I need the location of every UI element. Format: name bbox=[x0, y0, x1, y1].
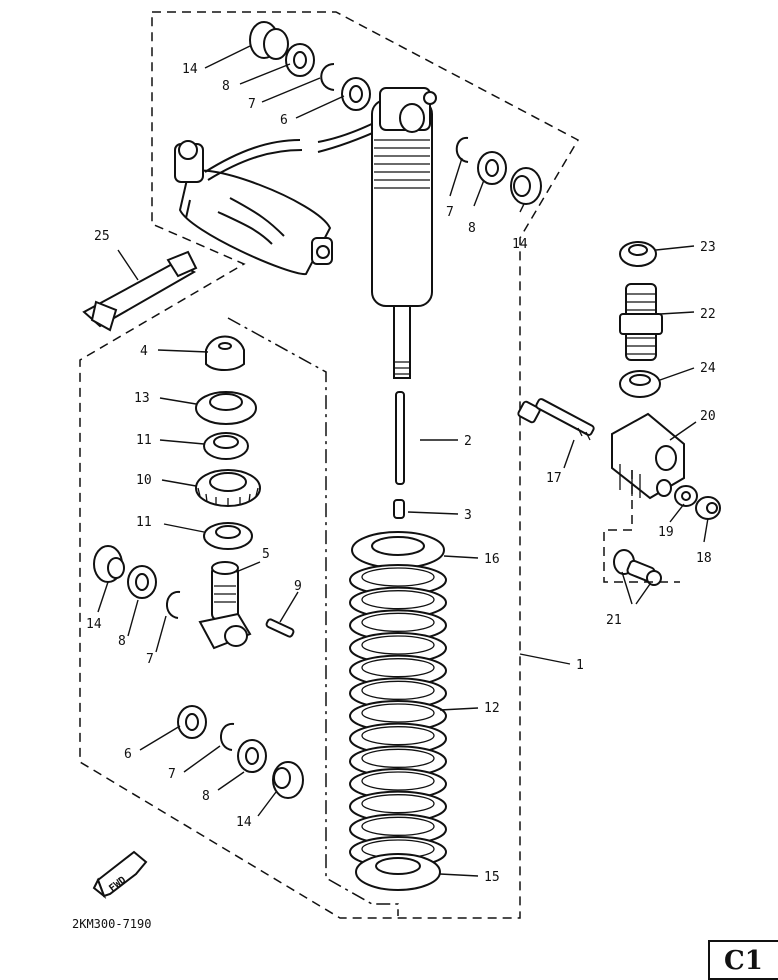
callout-9: 9 bbox=[294, 579, 302, 594]
bearing-part bbox=[127, 565, 157, 599]
callout-8: 8 bbox=[468, 221, 476, 236]
adjuster-part bbox=[195, 469, 261, 507]
sheet-tag: C1 bbox=[708, 940, 778, 980]
callout-23: 23 bbox=[700, 240, 716, 255]
callout-20: 20 bbox=[700, 409, 716, 424]
spring-coil-inner bbox=[361, 726, 435, 746]
callout-17: 17 bbox=[546, 471, 562, 486]
callout-2: 2 bbox=[464, 434, 472, 449]
circlip-part bbox=[166, 590, 181, 619]
spring-coil-inner bbox=[361, 794, 435, 814]
callout-labels: 14 8 7 6 7 8 14 25 4 13 11 10 11 5 9 14 … bbox=[86, 62, 716, 885]
callout-11: 11 bbox=[136, 515, 152, 530]
hose-part bbox=[204, 119, 385, 181]
callout-10: 10 bbox=[136, 473, 152, 488]
spring-coil-inner bbox=[361, 771, 435, 791]
spring-coil-inner bbox=[361, 816, 435, 836]
nut-part bbox=[619, 370, 661, 398]
coil-spring-part bbox=[349, 564, 447, 868]
callout-14: 14 bbox=[182, 62, 198, 77]
spring-seat-part bbox=[351, 531, 445, 569]
spring-coil-inner bbox=[361, 567, 435, 587]
upper-bracket-part bbox=[611, 412, 685, 500]
callout-7: 7 bbox=[446, 205, 454, 220]
callout-8: 8 bbox=[118, 634, 126, 649]
spring-coil-inner bbox=[361, 590, 435, 610]
spring-guide-part bbox=[195, 391, 257, 425]
callout-21: 21 bbox=[606, 613, 622, 628]
callout-14: 14 bbox=[236, 815, 252, 830]
callout-16: 16 bbox=[484, 552, 500, 567]
bushing-part bbox=[177, 705, 207, 739]
part-code: 2KM300-7190 bbox=[72, 917, 151, 931]
threaded-collar-part bbox=[619, 283, 663, 361]
callout-4: 4 bbox=[140, 344, 148, 359]
callout-8: 8 bbox=[202, 789, 210, 804]
callout-14: 14 bbox=[86, 617, 102, 632]
bearing-part bbox=[477, 151, 507, 185]
spring-coil-inner bbox=[361, 612, 435, 632]
callout-3: 3 bbox=[464, 508, 472, 523]
lower-bracket-part bbox=[198, 561, 252, 650]
washer-part bbox=[674, 485, 698, 507]
band-strap-part bbox=[82, 250, 198, 332]
collar-part bbox=[272, 761, 304, 799]
callout-12: 12 bbox=[484, 701, 500, 716]
callout-5: 5 bbox=[262, 547, 270, 562]
callout-15: 15 bbox=[484, 870, 500, 885]
bracket-hardware-outline bbox=[603, 470, 680, 583]
pin-part bbox=[265, 618, 295, 638]
callout-13: 13 bbox=[134, 391, 150, 406]
callout-6: 6 bbox=[280, 113, 288, 128]
callout-25: 25 bbox=[94, 229, 110, 244]
collar-part bbox=[249, 21, 289, 60]
lower-assembly-outline bbox=[227, 317, 399, 916]
spring-coil-inner bbox=[361, 748, 435, 768]
callout-24: 24 bbox=[700, 361, 716, 376]
collar-part bbox=[510, 167, 542, 205]
bolt-part bbox=[517, 398, 595, 441]
circlip-part bbox=[220, 722, 235, 751]
callout-19: 19 bbox=[658, 525, 674, 540]
spring-seat-part bbox=[355, 853, 441, 891]
callout-8: 8 bbox=[222, 79, 230, 94]
spring-coil-inner bbox=[361, 703, 435, 723]
top-assembly-outline bbox=[79, 11, 580, 919]
callout-7: 7 bbox=[248, 97, 256, 112]
callout-11: 11 bbox=[136, 433, 152, 448]
callout-1: 1 bbox=[576, 658, 584, 673]
callout-7: 7 bbox=[168, 767, 176, 782]
reservoir-part bbox=[174, 140, 333, 276]
bushing-part bbox=[341, 77, 371, 111]
damper-body-part bbox=[371, 87, 437, 379]
collar-part bbox=[93, 545, 125, 583]
circlip-part bbox=[455, 136, 469, 163]
cap-part bbox=[205, 335, 245, 371]
bearing-part bbox=[285, 43, 315, 77]
callout-18: 18 bbox=[696, 551, 712, 566]
callout-22: 22 bbox=[700, 307, 716, 322]
ring-nut-part bbox=[203, 522, 253, 550]
callout-6: 6 bbox=[124, 747, 132, 762]
fastener-set-part bbox=[613, 549, 662, 586]
nut-part bbox=[619, 241, 657, 267]
bearing-part bbox=[237, 739, 267, 773]
leader-lines bbox=[97, 45, 709, 877]
spring-coil-inner bbox=[361, 658, 435, 678]
ring-nut-part bbox=[203, 432, 249, 460]
callout-14: 14 bbox=[512, 237, 528, 252]
spring-coil-inner bbox=[361, 635, 435, 655]
nut-part bbox=[695, 496, 721, 520]
spacer-part bbox=[393, 499, 405, 519]
callout-7: 7 bbox=[146, 652, 154, 667]
spring-coil-inner bbox=[361, 680, 435, 700]
push-rod-part bbox=[395, 391, 405, 485]
circlip-part bbox=[320, 63, 335, 91]
forward-direction-arrow bbox=[92, 850, 148, 900]
